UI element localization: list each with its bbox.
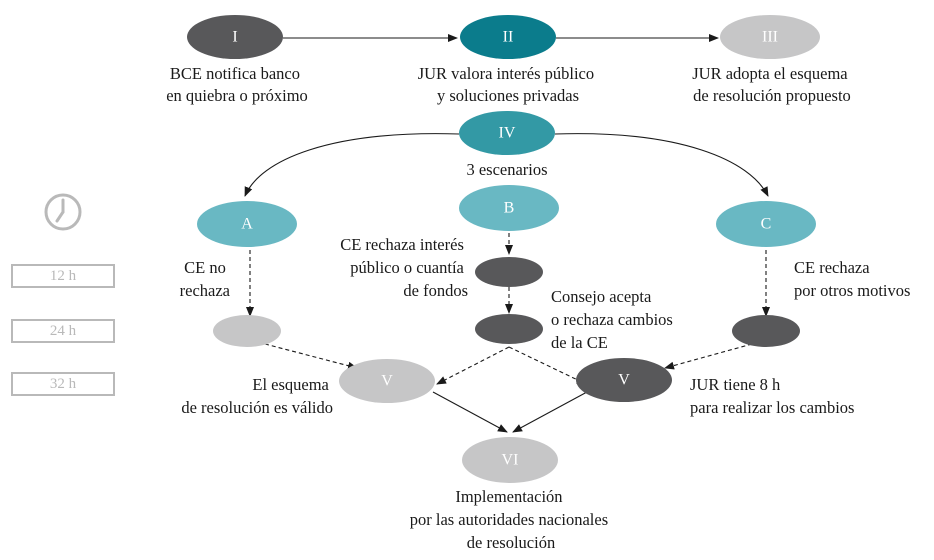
node-B: B <box>459 185 559 231</box>
time-box-24h: 24 h <box>11 319 115 343</box>
node-V-right-shape <box>576 358 672 402</box>
arrow-rightdark-to-Vright <box>664 343 753 370</box>
node-C-outcome <box>732 315 800 347</box>
node-III: III <box>720 15 820 59</box>
node-V-left: V <box>339 359 435 403</box>
arrow-Bbottom-to-Vleft <box>436 346 510 385</box>
caption-B2-line2: o rechaza cambios <box>551 310 673 329</box>
node-III-shape <box>720 15 820 59</box>
node-II-shape <box>460 15 556 59</box>
node-VI-shape <box>462 437 558 483</box>
node-B-label: B <box>504 200 515 217</box>
caption-II: JUR valora interés público y soluciones … <box>418 64 599 105</box>
node-IV: IV <box>459 111 555 155</box>
time-box-32h-label: 32 h <box>50 376 77 392</box>
arrow-Vleft-to-VI <box>432 391 508 433</box>
node-B-outcome <box>475 314 543 344</box>
caption-B-line3: de fondos <box>403 281 468 300</box>
node-A-label: A <box>241 216 253 233</box>
node-A: A <box>197 201 297 247</box>
node-I-shape <box>187 15 283 59</box>
node-II: II <box>460 15 556 59</box>
caption-I-line1: BCE notifica banco <box>170 64 300 83</box>
caption-III-line2: de resolución propuesto <box>693 86 851 105</box>
caption-A-line2: rechaza <box>180 281 231 300</box>
caption-III-line1: JUR adopta el esquema <box>692 64 848 83</box>
caption-I: BCE notifica banco en quiebra o próximo <box>166 64 308 105</box>
node-II-label: II <box>503 29 514 46</box>
node-IV-shape <box>459 111 555 155</box>
caption-III: JUR adopta el esquema de resolución prop… <box>692 64 851 105</box>
node-A-shape <box>197 201 297 247</box>
arrow-Bbottom-to-Vright <box>508 346 587 385</box>
caption-I-line2: en quiebra o próximo <box>166 86 308 105</box>
node-C-label: C <box>761 216 772 233</box>
caption-B2-line3: de la CE <box>551 333 608 352</box>
caption-C-line2: por otros motivos <box>794 281 910 300</box>
caption-B2: Consejo acepta o rechaza cambios de la C… <box>551 287 677 352</box>
caption-IV: 3 escenarios <box>466 160 547 179</box>
caption-VI-line3: de resolución <box>467 533 555 552</box>
caption-C-line1: CE rechaza <box>794 258 870 277</box>
time-box-12h: 12 h <box>11 264 115 288</box>
node-A-outcome <box>213 315 281 347</box>
caption-A: CE no rechaza <box>180 258 231 300</box>
caption-IV-line1: 3 escenarios <box>466 160 547 179</box>
node-V-left-label: V <box>381 373 393 390</box>
caption-B-line2: público o cuantía <box>350 258 464 277</box>
node-III-label: III <box>762 29 778 46</box>
arrow-leftgrey-to-Vleft <box>264 343 358 370</box>
node-V-left-shape <box>339 359 435 403</box>
caption-B: CE rechaza interés público o cuantía de … <box>340 235 468 300</box>
time-box-24h-label: 24 h <box>50 323 77 339</box>
node-I-label: I <box>232 29 237 46</box>
time-box-12h-label: 12 h <box>50 268 77 284</box>
caption-II-line2: y soluciones privadas <box>437 86 579 105</box>
caption-B-line1: CE rechaza interés <box>340 235 464 254</box>
node-VI-label: VI <box>502 452 519 469</box>
node-C-shape <box>716 201 816 247</box>
arrow-IV-to-A <box>244 133 460 197</box>
node-I: I <box>187 15 283 59</box>
time-box-32h: 32 h <box>11 372 115 396</box>
caption-VI: Implementación por las autoridades nacio… <box>410 487 613 552</box>
node-B-shape <box>459 185 559 231</box>
caption-V-right-line1: JUR tiene 8 h <box>690 375 781 394</box>
caption-II-line1: JUR valora interés público <box>418 64 594 83</box>
caption-V-left: El esquema de resolución es válido <box>181 375 333 417</box>
caption-V-right-line2: para realizar los cambios <box>690 398 854 417</box>
caption-VI-line2: por las autoridades nacionales <box>410 510 608 529</box>
arrow-IV-to-C <box>554 133 769 197</box>
node-IV-label: IV <box>499 125 516 142</box>
connectors <box>244 34 770 433</box>
node-B-mid <box>475 257 543 287</box>
node-V-right: V <box>576 358 672 402</box>
node-VI: VI <box>462 437 558 483</box>
node-V-right-label: V <box>618 372 630 389</box>
caption-V-right: JUR tiene 8 h para realizar los cambios <box>690 375 854 417</box>
caption-VI-line1: Implementación <box>455 487 562 506</box>
clock-icon <box>44 193 82 231</box>
caption-V-left-line1: El esquema <box>252 375 329 394</box>
arrow-Vright-to-VI <box>512 391 588 433</box>
node-C: C <box>716 201 816 247</box>
caption-B2-line1: Consejo acepta <box>551 287 652 306</box>
caption-A-line1: CE no <box>184 258 226 277</box>
caption-C: CE rechaza por otros motivos <box>794 258 910 300</box>
caption-V-left-line2: de resolución es válido <box>181 398 333 417</box>
